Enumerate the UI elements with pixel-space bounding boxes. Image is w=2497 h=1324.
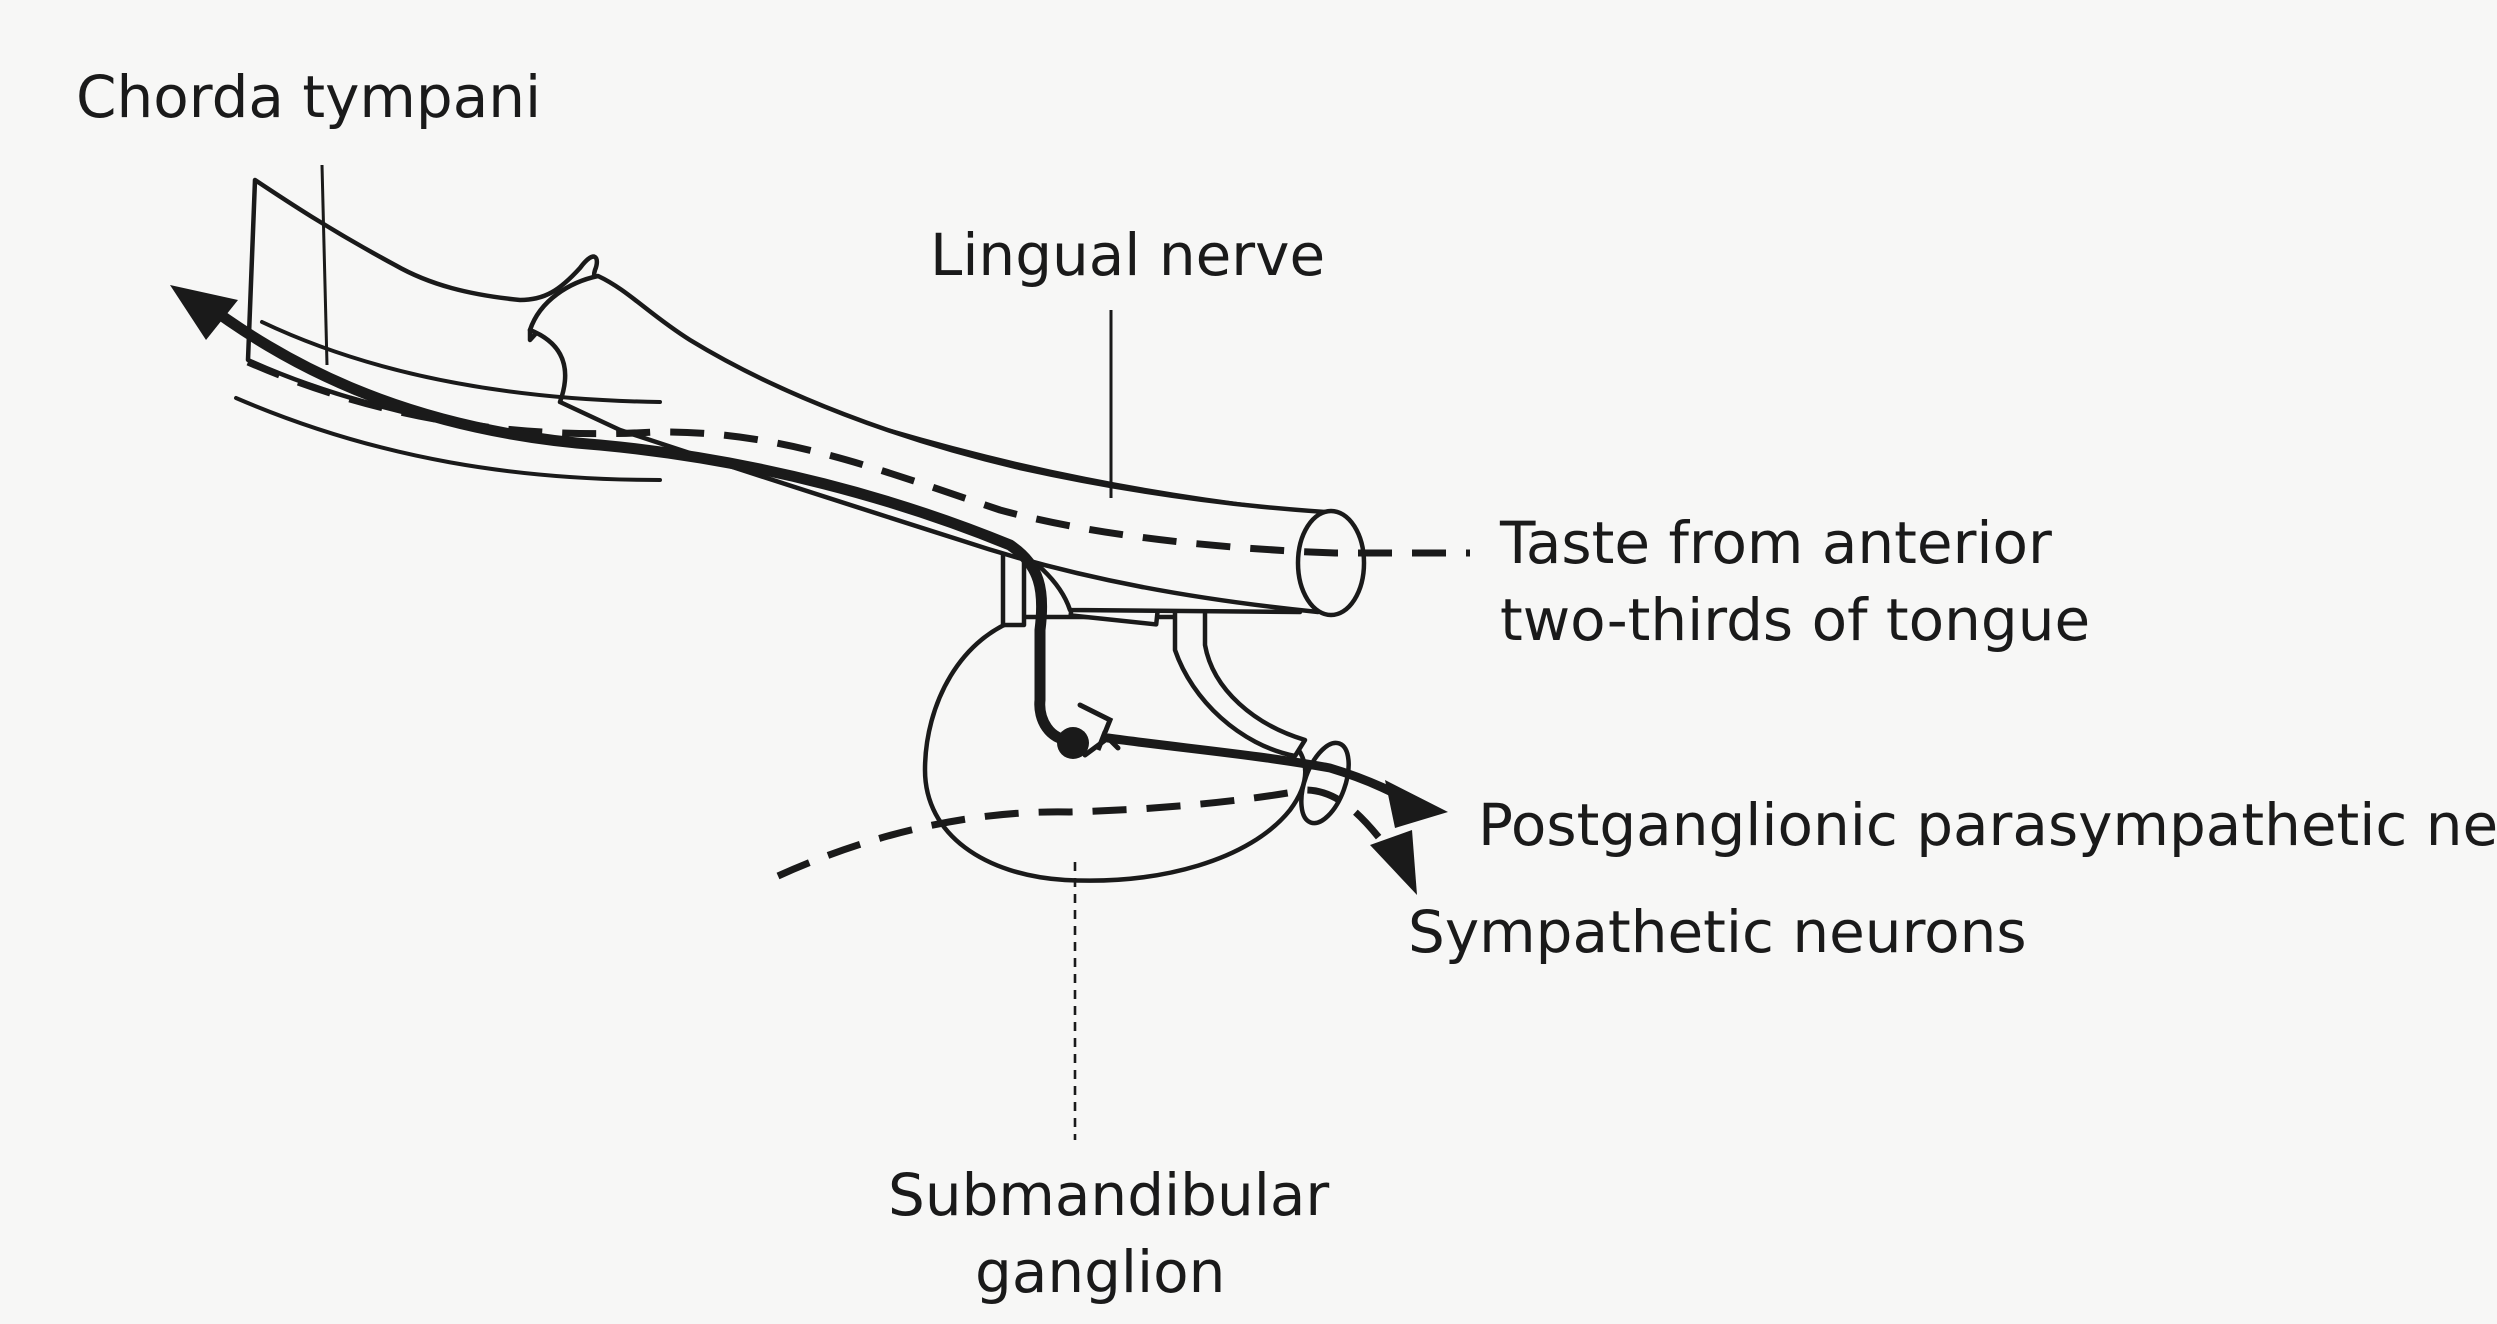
- ganglion-branch-cut-end: [1299, 740, 1351, 826]
- lingual-nerve-upper-branch: [527, 273, 1328, 615]
- lingual-nerve-label: Lingual nerve: [930, 221, 1325, 289]
- taste-label-line2: two-thirds of tongue: [1500, 586, 2090, 654]
- leader-lines: [320, 164, 1113, 1140]
- preganglionic-fiber: [170, 285, 1089, 759]
- chorda-tympani-label: Chorda tympani: [76, 63, 541, 131]
- lingual-nerve-cut-end: [1295, 508, 1367, 618]
- sympathetic-fibers: [776, 786, 1417, 895]
- chorda-tympani-leader: [320, 164, 329, 366]
- postganglionic-fiber: [1077, 702, 1448, 828]
- submandibular-label-line1: Submandibular: [888, 1161, 1329, 1229]
- chorda-tympani-arrowhead: [170, 285, 238, 340]
- taste-label-line1: Taste from anterior: [1499, 509, 2052, 577]
- ganglion-synapse: [1057, 727, 1089, 759]
- submandibular-label-line2: ganglion: [975, 1238, 1225, 1306]
- chorda-tympani-outline: [234, 320, 662, 482]
- postganglionic-arrowhead: [1385, 780, 1448, 828]
- postganglionic-label: Postganglionic parasympathetic neurons: [1478, 791, 2497, 859]
- submandibular-ganglion: [922, 614, 1308, 883]
- sympathetic-label: Sympathetic neurons: [1408, 898, 2027, 966]
- sympathetic-arrowhead: [1370, 830, 1417, 895]
